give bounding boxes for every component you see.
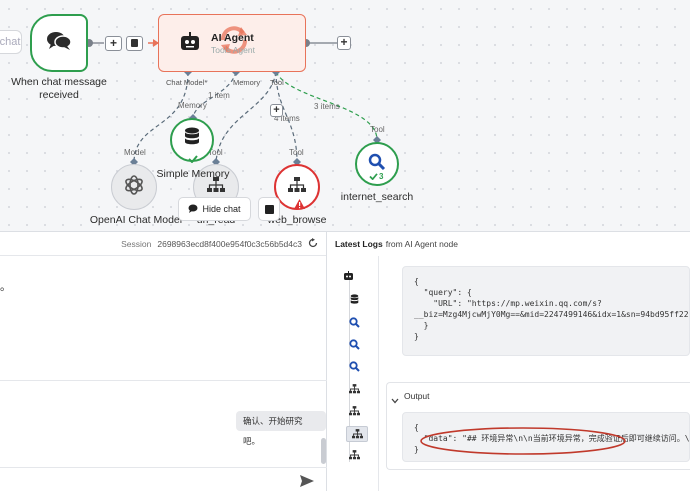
magnifier-icon[interactable]: [347, 315, 361, 329]
network-icon: [207, 176, 225, 198]
chat-trigger-node[interactable]: [30, 14, 88, 72]
logs-panel: Latest Logs from AI Agent node: [328, 232, 690, 491]
port-label-tool: Tool: [270, 78, 284, 87]
hide-chat-button[interactable]: Hide chat: [178, 197, 251, 221]
edge-label-model: Model: [124, 148, 146, 157]
simple-memory-caption: Simple Memory: [156, 168, 230, 180]
chat-header: Session 2698963ecd8f400e954f0c3c56b5d4c3: [0, 232, 326, 256]
trash-icon: [131, 39, 138, 47]
chat-scrollbar[interactable]: [321, 438, 326, 464]
agent-title: AI Agent: [211, 32, 254, 44]
chat-input[interactable]: [0, 468, 320, 491]
message-divider: [0, 380, 327, 381]
network-icon[interactable]: [347, 448, 361, 462]
robot-icon: [179, 31, 201, 58]
stop-icon: [264, 204, 274, 214]
assistant-message-fragment: 。: [0, 281, 11, 293]
bottom-panels: Session 2698963ecd8f400e954f0c3c56b5d4c3…: [0, 231, 690, 491]
openai-node-caption: OpenAI Chat Model: [89, 214, 183, 226]
chat-bubbles-icon: [46, 30, 72, 57]
user-message-bubble: 确认、开始研究吧。: [236, 411, 326, 446]
delete-connection-button[interactable]: [126, 36, 143, 51]
edge-label-search-items: 3 items: [314, 102, 340, 111]
annotation-ellipse: [420, 427, 626, 455]
output-label: Output: [404, 391, 430, 401]
refresh-icon: [217, 23, 251, 62]
add-node-button[interactable]: +: [105, 36, 122, 51]
send-icon[interactable]: [300, 474, 314, 491]
port-label-chat-model: Chat Model*: [166, 78, 208, 87]
trigger-caption: When chat message received: [6, 76, 112, 101]
stop-button[interactable]: [258, 197, 280, 221]
log-detail: [378, 256, 690, 491]
hide-chat-label: Hide chat: [202, 204, 241, 214]
network-icon: [288, 176, 306, 198]
robot-icon[interactable]: [341, 269, 355, 283]
chat-chip-label: chat: [0, 36, 21, 48]
web-browse-node[interactable]: [274, 164, 320, 210]
logs-title-bold: Latest Logs: [335, 239, 383, 249]
check-icon: [369, 173, 378, 180]
openai-chat-model-node[interactable]: [111, 164, 157, 210]
logs-header: Latest Logs from AI Agent node: [328, 232, 690, 256]
edge-label-tool-browse: Tool: [289, 148, 304, 157]
add-next-node-button[interactable]: +: [337, 36, 351, 50]
check-icon: [188, 150, 198, 168]
output-section: [386, 382, 690, 470]
agent-subtitle: Tools Agent: [211, 45, 255, 55]
network-icon[interactable]: [346, 426, 368, 442]
input-divider: [0, 467, 327, 468]
run-count: 3: [379, 172, 384, 181]
magnifier-icon[interactable]: [347, 337, 361, 351]
edge-label-tool-search: Tool: [370, 125, 385, 134]
session-label: Session: [121, 238, 152, 249]
tree-line: [349, 274, 350, 462]
edge-label-memory: Memory: [178, 101, 207, 110]
edge-label-tool-url: Tool: [208, 148, 223, 157]
session-id: 2698963ecd8f400e954f0c3c56b5d4c3: [157, 238, 302, 249]
chat-panel: Session 2698963ecd8f400e954f0c3c56b5d4c3…: [0, 232, 327, 491]
web-browse-caption: web_browse: [267, 214, 327, 226]
internet-search-caption: internet_search: [340, 191, 414, 203]
refresh-icon[interactable]: [308, 237, 318, 250]
warning-icon: [294, 196, 305, 214]
chevron-down-icon[interactable]: [391, 391, 399, 409]
database-icon: [183, 127, 201, 154]
trigger-caption-line2: received: [39, 88, 79, 101]
trigger-caption-line1: When chat message: [11, 76, 107, 88]
internet-search-node[interactable]: 3: [355, 142, 399, 186]
add-tool-button[interactable]: +: [270, 104, 283, 117]
magnifier-icon: [368, 153, 386, 176]
ai-agent-node[interactable]: AI Agent Tools Agent: [158, 14, 306, 72]
logs-title-rest: from AI Agent node: [385, 239, 459, 249]
magnifier-icon[interactable]: [347, 359, 361, 373]
simple-memory-node[interactable]: [170, 118, 214, 164]
network-icon[interactable]: [347, 404, 361, 418]
chat-bubble-icon: [188, 204, 198, 215]
port-label-memory: Memory: [233, 78, 261, 87]
openai-icon: [122, 173, 146, 202]
database-icon[interactable]: [347, 292, 361, 306]
chat-chip[interactable]: chat: [0, 30, 22, 54]
run-count-badge: 3: [369, 172, 383, 181]
workflow-canvas[interactable]: chat When chat message received +: [0, 0, 690, 231]
input-json-box: { "query": { "URL": "https://mp.weixin.q…: [402, 266, 690, 356]
edge-label-memory-count: 1 item: [208, 91, 230, 100]
network-icon[interactable]: [347, 382, 361, 396]
edge-label-tool-items: 4 items: [274, 114, 300, 123]
